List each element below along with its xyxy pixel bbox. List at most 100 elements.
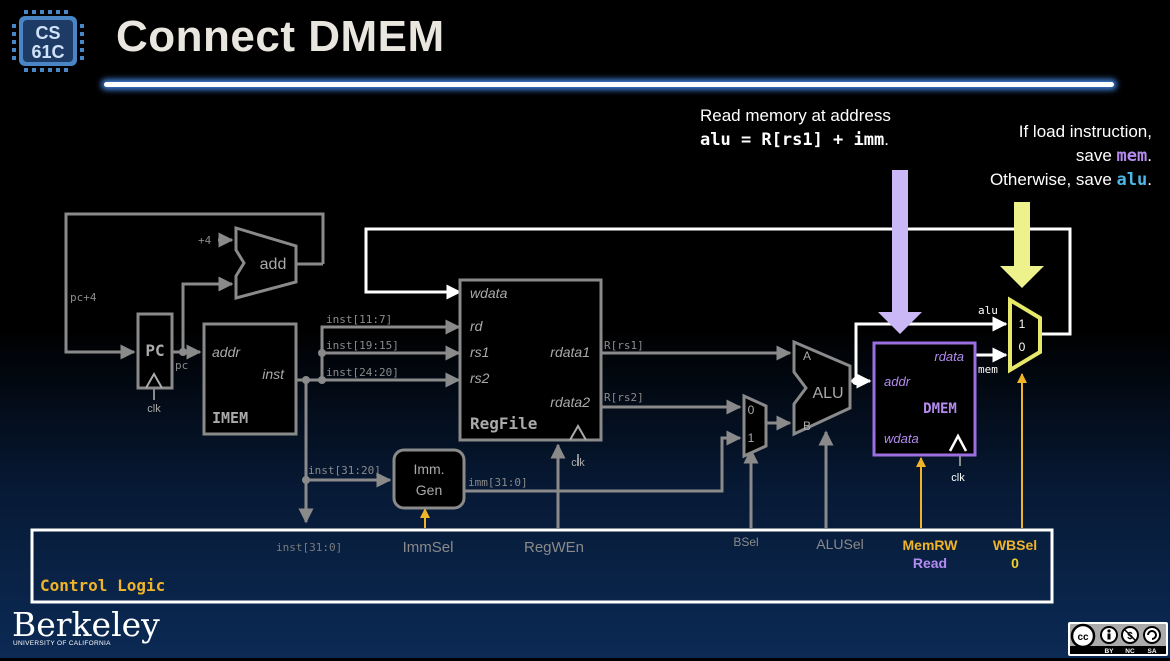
immsel-label: ImmSel (403, 539, 454, 556)
wbsel-label: WBSel (993, 537, 1037, 553)
imem-block (202, 322, 298, 436)
cs61c-logo: CS 61C (12, 10, 84, 72)
regfile-rd-label: rd (470, 318, 484, 334)
regfile-rs1-label: rs1 (470, 344, 489, 360)
imem-label: IMEM (212, 409, 248, 427)
cc-by-label: BY (1104, 648, 1114, 655)
regfile-rs2-label: rs2 (470, 370, 490, 386)
cc-icon (1070, 623, 1096, 649)
alu-label: ALU (812, 385, 843, 402)
cc-nc-label: NC (1125, 648, 1135, 655)
inst-31-20-label: inst[31:20] (308, 464, 381, 477)
read-memory-line1: Read memory at address (700, 106, 891, 125)
sa-icon (1143, 626, 1161, 644)
regfile-wdata-label: wdata (470, 285, 508, 301)
memrw-value: Read (913, 555, 947, 571)
plus4-label: +4 (198, 234, 212, 247)
junction-inst (318, 376, 326, 384)
logo-text-2: 61C (31, 42, 64, 62)
dmem-label: DMEM (923, 401, 957, 417)
bmux-1-label: 1 (748, 431, 755, 445)
load-line3-prefix: Otherwise, save (989, 170, 1117, 189)
control-logic-label: Control Logic (40, 576, 165, 595)
berkeley-subtitle: UNIVERSITY OF CALIFORNIA (13, 640, 111, 647)
r-rs2-label: R[rs2] (604, 391, 644, 404)
load-line1: If load instruction, (1018, 122, 1152, 141)
svg-text:$: $ (1127, 631, 1133, 642)
read-memory-note: Read memory at address alu = R[rs1] + im… (700, 104, 955, 152)
imm-wire-label: imm[31:0] (468, 476, 528, 489)
memrw-label: MemRW (903, 537, 959, 553)
alu-wire-label: alu (978, 304, 998, 317)
junction-pc (179, 348, 187, 356)
load-line2-code: mem (1116, 146, 1148, 166)
regfile-rdata1-label: rdata1 (550, 344, 590, 360)
wire-pc-to-add (181, 276, 234, 352)
load-line3-suffix: . (1147, 170, 1152, 189)
wire-alu-to-wbmux (854, 316, 1008, 381)
regfile-label: RegFile (470, 414, 537, 433)
bsel-label: BSel (733, 535, 758, 549)
inst-24-20-label: inst[24:20] (326, 366, 399, 379)
immgen-label-1: Imm. (413, 461, 444, 477)
load-line3-code: alu (1116, 170, 1148, 190)
load-line2-suffix: . (1147, 146, 1152, 165)
alu-a-label: A (803, 349, 811, 363)
read-memory-line2: alu = R[rs1] + imm (700, 130, 885, 150)
lavender-down-arrow (878, 170, 922, 334)
inst-31-0-label: inst[31:0] (276, 541, 342, 554)
wbsel-value: 0 (1011, 555, 1019, 571)
lime-down-arrow (1000, 202, 1044, 288)
bmux-0-label: 0 (748, 403, 755, 417)
wire-inst-rd (320, 319, 461, 353)
regfile-block (458, 278, 603, 442)
alusel-label: ALUSel (816, 536, 863, 552)
cc-sa-label: SA (1147, 648, 1156, 655)
page-title: Connect DMEM (116, 12, 445, 61)
bsel-mux (742, 393, 768, 459)
pc-wire-label: pc (175, 359, 188, 372)
title-divider (104, 82, 1114, 87)
creative-commons-badge: cc $ BY NC SA (1068, 622, 1168, 656)
load-note: If load instruction, save mem. Otherwise… (940, 120, 1152, 192)
dmem-addr-label: addr (884, 374, 911, 389)
immgen-label-2: Gen (416, 482, 442, 498)
dmem-wdata-label: wdata (884, 431, 919, 446)
pc-plus4-label: pc+4 (70, 291, 97, 304)
regwen-label: RegWEn (524, 539, 584, 556)
dmem-rdata-label: rdata (934, 349, 964, 364)
berkeley-logo: Berkeley (12, 605, 160, 644)
junction-rs1 (318, 349, 326, 357)
pc-clk-triangle (145, 371, 163, 389)
pc-block (136, 312, 174, 390)
wire-writeback (364, 227, 1072, 336)
r-rs1-label: R[rs1] (604, 339, 644, 352)
dmem-clk-label: clk (951, 472, 965, 484)
mem-wire-label: mem (978, 363, 998, 376)
imem-addr-label: addr (212, 344, 241, 360)
wbmux-0-label: 0 (1019, 340, 1026, 354)
adder-label: add (260, 256, 287, 273)
immgen-block (392, 448, 466, 510)
control-logic-box (30, 528, 1054, 604)
adder-block (234, 225, 298, 300)
dmem-clk-triangle (948, 433, 968, 452)
wire-imm (464, 430, 742, 493)
junction-inst-bus (302, 376, 310, 384)
inst-19-15-label: inst[19:15] (326, 339, 399, 352)
alu-b-label: B (803, 419, 811, 433)
load-line2-prefix: save (1075, 146, 1117, 165)
alu-block (792, 339, 852, 437)
imem-inst-label: inst (262, 366, 285, 382)
regfile-rdata2-label: rdata2 (550, 394, 590, 410)
wbmux-1-label: 1 (1019, 317, 1026, 331)
regfile-clk-label: clk (571, 457, 585, 469)
read-memory-period: . (884, 130, 889, 149)
wire-pc-plus4 (64, 212, 325, 360)
inst-11-7-label: inst[11:7] (326, 313, 392, 326)
svg-text:cc: cc (1077, 632, 1089, 643)
pc-label: PC (145, 341, 164, 360)
wbsel-mux (1008, 296, 1042, 374)
junction-alu-out (852, 377, 860, 385)
